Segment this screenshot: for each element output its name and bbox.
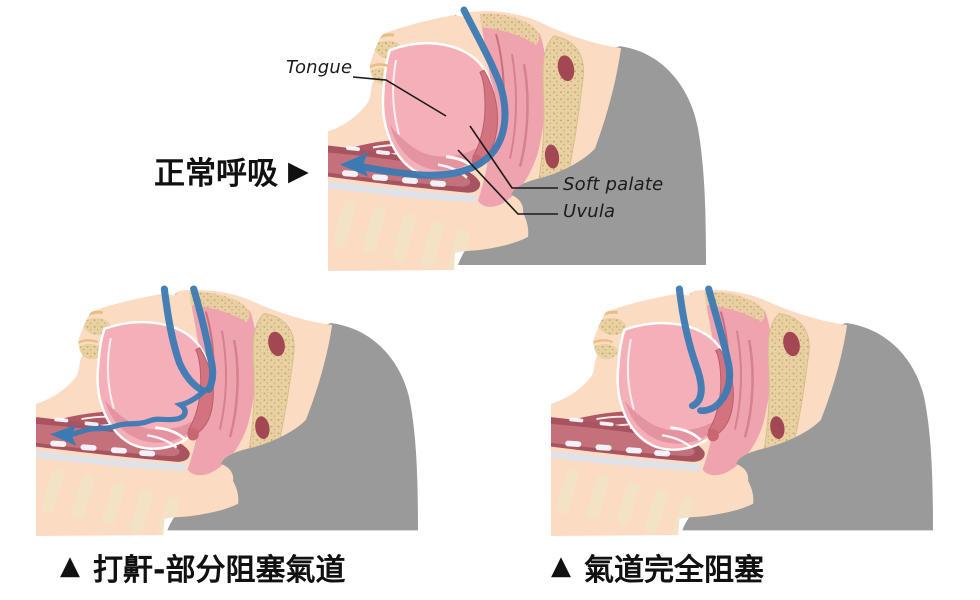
caption-right-text: 氣道完全阻塞 [584, 553, 764, 588]
caption-left-text: 打鼾-部分阻塞氣道 [93, 553, 346, 588]
panel-snoring-partial-obstruction [36, 285, 420, 537]
lower-teeth-shape [594, 343, 618, 360]
normal-breathing-text: 正常呼吸 [154, 156, 278, 192]
airflow-arrowhead [340, 152, 368, 177]
tongue-annotation: Tongue [286, 57, 353, 78]
up-triangle-icon: ▲ [551, 551, 571, 581]
upper-teeth-shape [598, 317, 626, 335]
oral-airflow-blocked-path [675, 285, 705, 410]
panel-normal-breathing [328, 6, 708, 272]
nasal-bone-shape [189, 292, 250, 323]
panel-complete-obstruction [551, 285, 935, 537]
head-cross-section-partial [36, 285, 418, 537]
normal-breathing-label: 正常呼吸 ▶ [154, 148, 309, 193]
caption-complete-obstruction: ▲ 氣道完全阻塞 [551, 545, 764, 589]
nasal-bone-shape [704, 292, 765, 323]
soft-palate-annotation: Soft palate [563, 174, 664, 195]
oral-airflow-path [160, 285, 205, 393]
tongue-shape [616, 321, 732, 451]
caption-snoring-partial-obstruction: ▲ 打鼾-部分阻塞氣道 [60, 545, 345, 589]
airflow-arrowhead [50, 424, 77, 446]
head-cross-section-normal [328, 6, 706, 271]
head-cross-section-blocked [551, 285, 933, 537]
uvula-shape [707, 428, 719, 442]
uvula-shape [187, 427, 199, 441]
lower-teeth-shape [79, 343, 103, 360]
nasal-bone-shape [480, 13, 540, 46]
uvula-annotation: Uvula [563, 201, 616, 222]
nasal-airflow-blocked-path [697, 285, 734, 414]
turbulent-airflow-path [65, 386, 209, 438]
nasal-airflow-path [190, 285, 217, 393]
up-triangle-icon: ▲ [60, 551, 80, 581]
right-triangle-icon: ▶ [288, 156, 309, 187]
